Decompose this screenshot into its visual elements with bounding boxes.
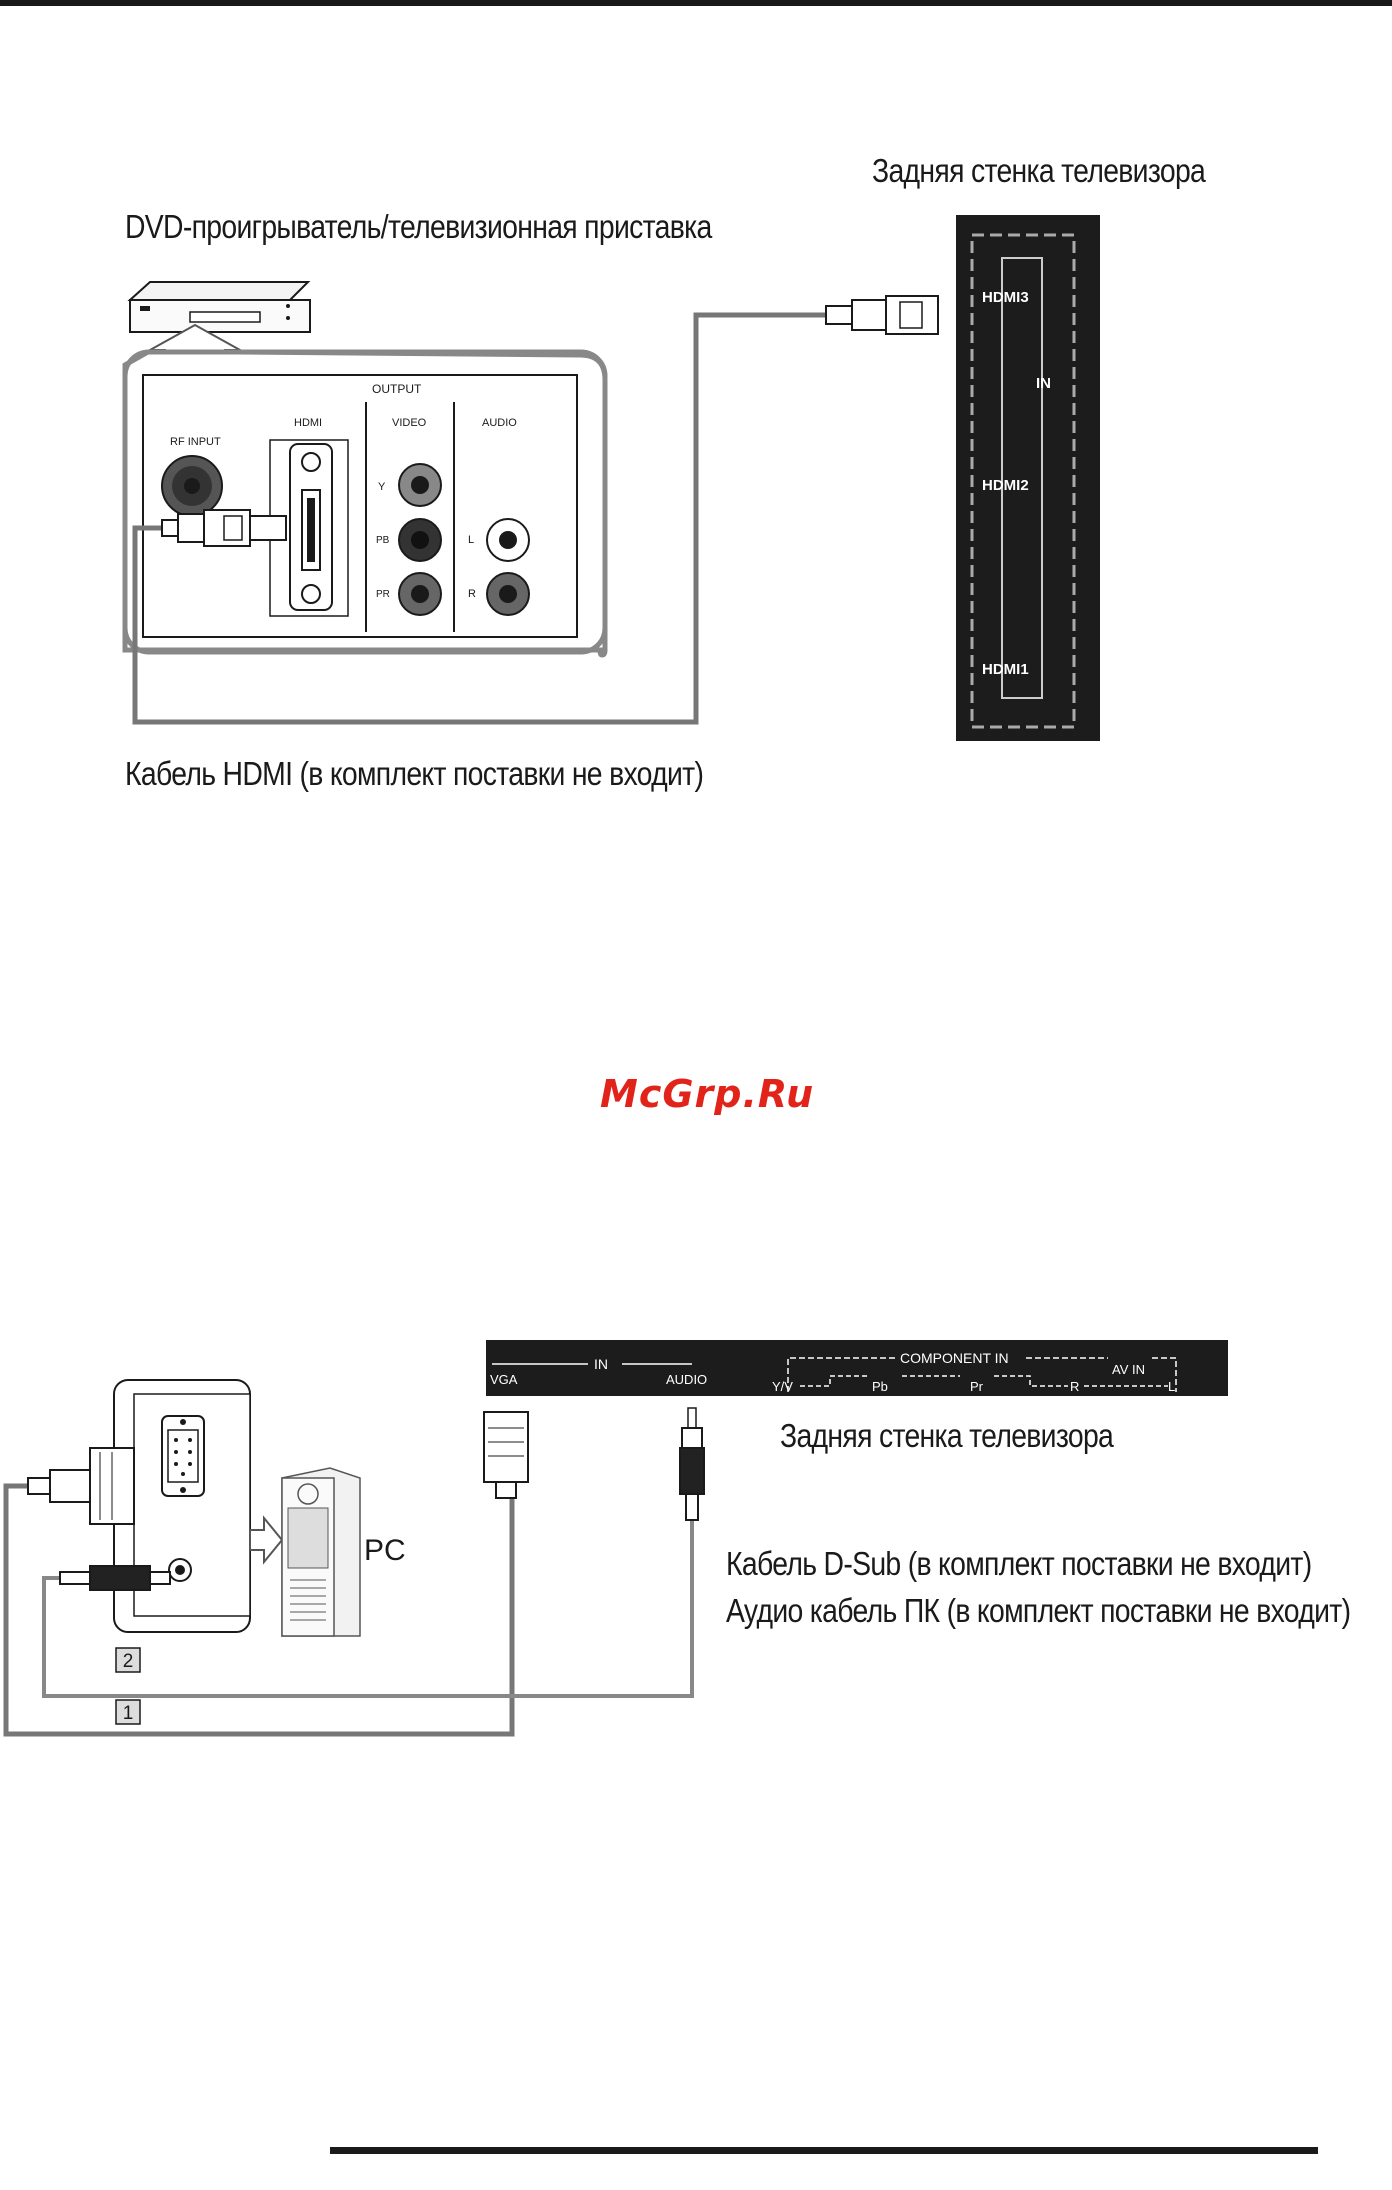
audio-cable: [42, 1520, 694, 1698]
vga-plug-pc: [27, 1447, 135, 1525]
tv-back-panel: HDMI3 IN HDMI2 HDMI1: [956, 215, 1100, 741]
output-label: OUTPUT: [372, 382, 422, 396]
vga-cable: [3, 1483, 515, 1737]
strip-pb-label: Pb: [872, 1379, 888, 1394]
dvd-player-icon: [127, 281, 311, 333]
strip-l-label: L: [1168, 1379, 1175, 1394]
audio-label: AUDIO: [482, 417, 517, 429]
tv-hdmi2-label: HDMI2: [982, 477, 1029, 494]
pc-back-panel: [113, 1379, 251, 1633]
r-label: R: [468, 588, 476, 600]
pb-label: PB: [376, 535, 390, 546]
video-label: VIDEO: [392, 417, 427, 429]
top-rule: [0, 0, 1392, 6]
strip-pr-label: Pr: [970, 1379, 984, 1394]
strip-in-label: IN: [594, 1356, 608, 1372]
marker-1-box: 1: [115, 1699, 141, 1725]
audio-l-jack: [486, 518, 530, 562]
strip-r-label: R: [1070, 1379, 1079, 1394]
y-label: Y: [378, 481, 386, 493]
pr-label: PR: [376, 589, 390, 600]
hdmi-plug-device: [161, 509, 287, 547]
tv-hdmi3-label: HDMI3: [982, 289, 1029, 306]
marker-2-label: 2: [123, 1651, 134, 1672]
hdmi-port-label: HDMI: [294, 417, 322, 429]
dvd-caption: DVD-проигрыватель/телевизионная приставк…: [125, 208, 712, 245]
video-pr-jack: [398, 572, 442, 616]
marker-1-label: 1: [123, 1703, 134, 1724]
pc-label: PC: [364, 1534, 406, 1567]
watermark: McGrp.Ru: [600, 1072, 815, 1116]
pc-audio-cable-caption: Аудио кабель ПК (в комплект поставки не …: [726, 1592, 1351, 1629]
audio-plug-tv: [679, 1407, 705, 1521]
bottom-rule: [330, 2147, 1318, 2154]
tv-back-caption: Задняя стенка телевизора: [872, 152, 1206, 189]
device-hdmi-port: [289, 443, 333, 611]
strip-audio-label: AUDIO: [666, 1372, 707, 1387]
strip-component-in-label: COMPONENT IN: [900, 1350, 1009, 1366]
video-y-jack: [398, 463, 442, 507]
tv-connector-strip: IN VGA AUDIO COMPONENT IN AV IN Y/V Pb P…: [486, 1340, 1228, 1396]
pc-tv-back-caption: Задняя стенка телевизора: [780, 1417, 1114, 1454]
dsub-cable-caption: Кабель D-Sub (в комплект поставки не вхо…: [726, 1545, 1312, 1582]
audio-plug-pc: [59, 1565, 171, 1591]
strip-yv-label: Y/V: [772, 1379, 793, 1394]
tv-in-label: IN: [1036, 375, 1051, 392]
l-label: L: [468, 534, 474, 546]
strip-vga-label: VGA: [490, 1372, 518, 1387]
rf-input-label: RF INPUT: [170, 436, 221, 448]
vga-plug-tv: [483, 1411, 529, 1499]
tv-hdmi1-label: HDMI1: [982, 661, 1029, 678]
hdmi-connection-diagram: OUTPUT RF INPUT HDMI VIDEO AUDIO Y PB PR…: [122, 215, 1100, 741]
pc-tower-icon: [281, 1467, 361, 1637]
hdmi-plug-tv: [825, 295, 939, 335]
right-arrow-icon: [249, 1515, 284, 1565]
rf-input-jack: [161, 455, 223, 517]
hdmi-cable-caption: Кабель HDMI (в комплект поставки не вход…: [125, 755, 704, 792]
marker-2-box: 2: [115, 1647, 141, 1673]
hdmi-cable: [132, 312, 830, 725]
audio-r-jack: [486, 572, 530, 616]
video-pb-jack: [398, 518, 442, 562]
strip-av-in-label: AV IN: [1112, 1362, 1145, 1377]
